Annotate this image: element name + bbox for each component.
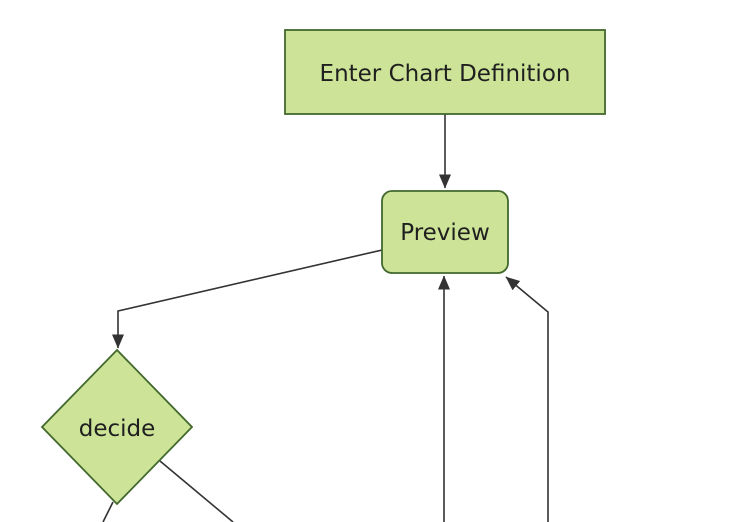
node-preview: Preview [381,190,509,274]
edge-decide-to-offscreen-bottom-right [159,460,234,522]
decide-diamond [40,348,194,506]
node-enter-chart-definition: Enter Chart Definition [284,29,606,115]
preview-label: Preview [400,220,490,246]
edge-decide-to-offscreen-bottom-left [102,501,114,522]
decide-label: decide [79,416,156,442]
node-decide: decide [40,348,194,506]
edge-preview-to-decide [112,249,383,349]
enter-chart-definition-box [284,29,606,115]
preview-box [381,190,509,274]
edge-offscreen-bottom-right-to-preview [505,276,549,522]
enter-chart-definition-label: Enter Chart Definition [320,61,571,87]
